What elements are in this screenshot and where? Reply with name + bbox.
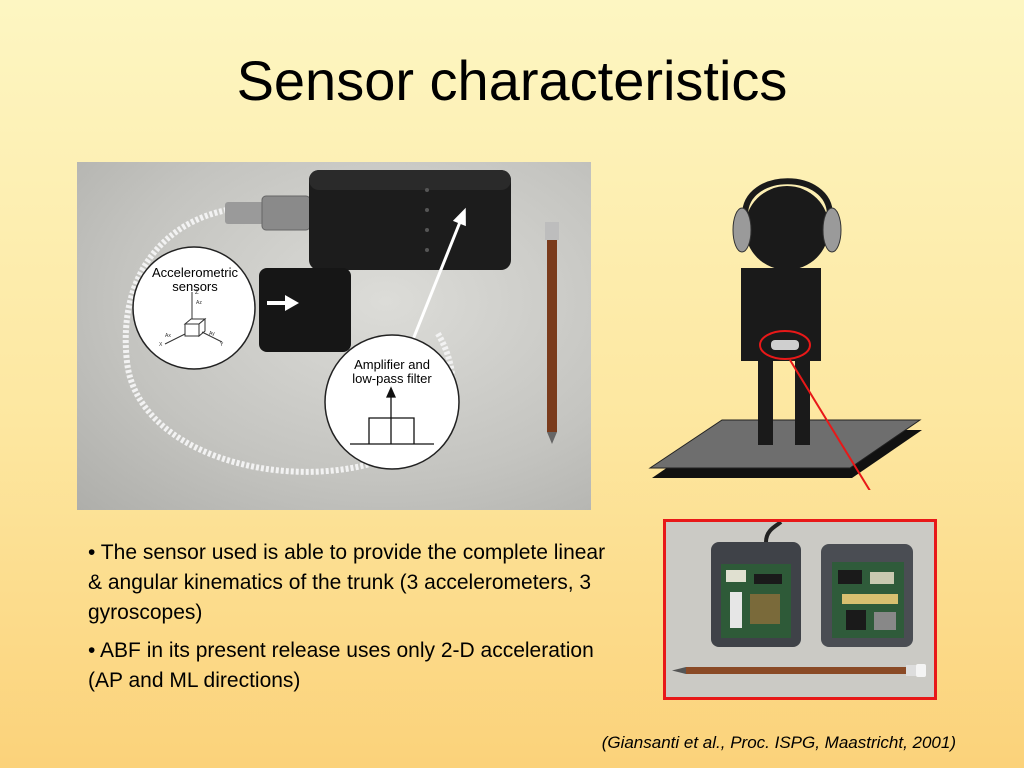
sensor-highlight-ellipse bbox=[759, 330, 811, 360]
right-leg bbox=[795, 360, 810, 445]
sensor-device-photo: Z Az Ax Ay X Y Accelerometric sensors Am… bbox=[77, 162, 591, 510]
headphone-right-cup bbox=[822, 207, 842, 253]
amplifier-label-line1: Amplifier and bbox=[354, 357, 430, 372]
amplifier-callout bbox=[324, 334, 460, 470]
sensor-pointer-arrow bbox=[789, 359, 884, 513]
sensor-device-illustration: Z Az Ax Ay X Y bbox=[122, 170, 559, 475]
accelerometric-label-line2: sensors bbox=[172, 279, 218, 294]
subject-illustration bbox=[648, 178, 922, 513]
head bbox=[745, 186, 829, 270]
axis-label-z: Z bbox=[195, 290, 199, 296]
accelerometer-box bbox=[259, 268, 351, 352]
cable bbox=[122, 207, 456, 475]
pencil bbox=[547, 237, 557, 432]
amplifier-box bbox=[309, 170, 511, 270]
sensor-patch bbox=[771, 340, 799, 350]
pcb-photo bbox=[663, 519, 937, 700]
axis-label-y: Y bbox=[220, 342, 224, 348]
connector-plug bbox=[261, 195, 311, 231]
subject-figure bbox=[640, 170, 960, 513]
amplifier-label: Amplifier and low-pass filter bbox=[332, 358, 452, 386]
accelerometric-label: Accelerometric sensors bbox=[137, 266, 253, 294]
headphone-band bbox=[742, 178, 833, 216]
axis-label-az: Az bbox=[196, 300, 202, 306]
axis-label-ay: Ay bbox=[209, 331, 215, 337]
accelerometric-label-line1: Accelerometric bbox=[152, 265, 238, 280]
low-pass-filter-icon bbox=[350, 386, 434, 445]
slide-title: Sensor characteristics bbox=[236, 49, 788, 112]
left-leg bbox=[758, 360, 773, 445]
axis-cube-icon bbox=[164, 292, 223, 345]
connector bbox=[225, 202, 265, 224]
amplifier-arrow bbox=[410, 216, 464, 343]
bullet-item: • The sensor used is able to provide the… bbox=[88, 541, 606, 624]
axis-label-ax: Ax bbox=[165, 333, 171, 339]
pcb-illustration bbox=[666, 522, 934, 697]
axis-label-x: X bbox=[159, 342, 163, 348]
citation: (Giansanti et al., Proc. ISPG, Maastrich… bbox=[601, 733, 956, 752]
accelerometric-callout bbox=[132, 246, 256, 370]
headphone-left-cup bbox=[732, 207, 752, 253]
platform bbox=[648, 419, 922, 469]
pcb-pencil bbox=[686, 667, 906, 674]
bullet-item: • ABF in its present release uses only 2… bbox=[88, 639, 594, 692]
amplifier-label-line2: low-pass filter bbox=[352, 371, 432, 386]
bullet-list: • The sensor used is able to provide the… bbox=[88, 538, 608, 704]
